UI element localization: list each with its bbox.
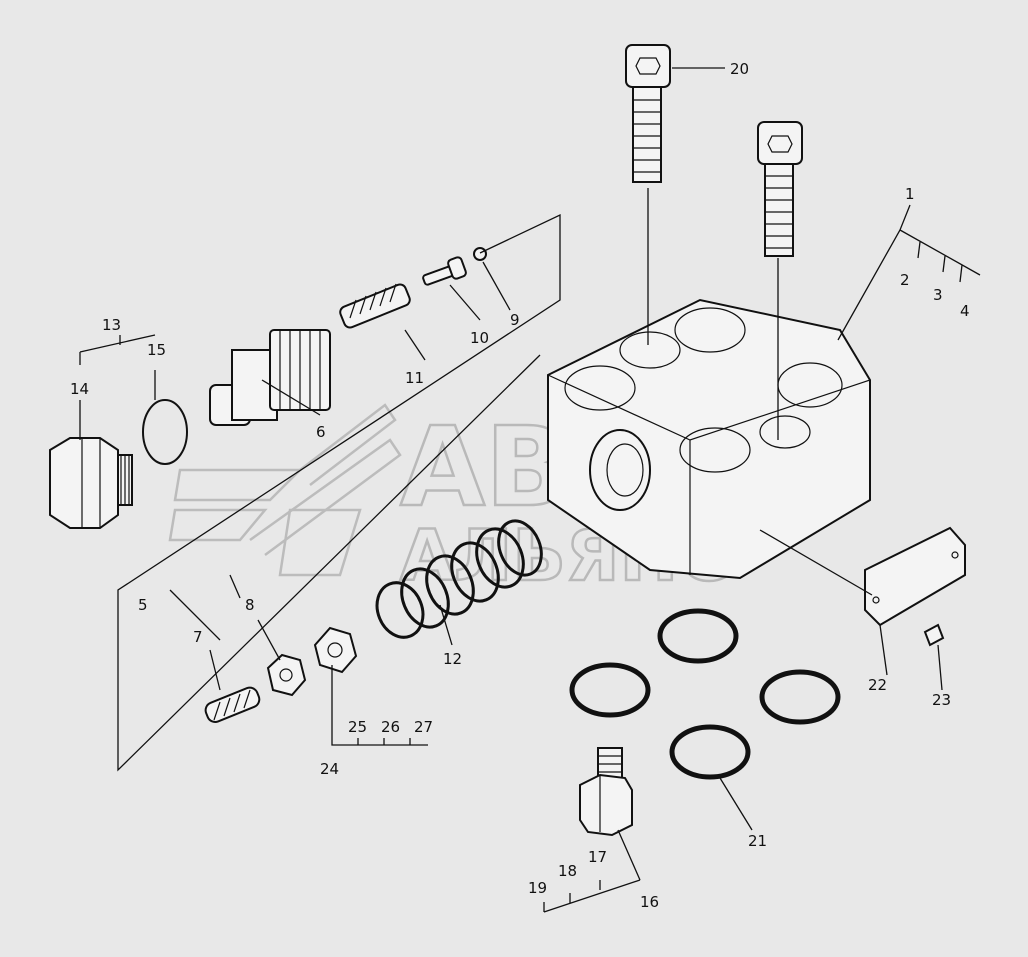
valve-cartridge-part-6 — [209, 329, 331, 426]
callout-27: 27 — [414, 718, 433, 736]
callout-15: 15 — [147, 341, 166, 359]
leader-lines — [79, 67, 981, 913]
callout-1: 1 — [905, 185, 915, 203]
cover-plate-part-22 — [864, 526, 966, 627]
callout-25: 25 — [348, 718, 367, 736]
set-screw-part-7 — [204, 686, 261, 723]
callout-10: 10 — [470, 329, 489, 347]
screw-part-23 — [923, 623, 945, 647]
callout-19: 19 — [528, 879, 547, 897]
valve-body-part-1 — [547, 298, 871, 580]
callout-8: 8 — [245, 596, 255, 614]
callout-9: 9 — [510, 311, 520, 329]
callout-26: 26 — [381, 718, 400, 736]
large-spring-part-12 — [375, 519, 543, 639]
callout-4: 4 — [960, 302, 970, 320]
callout-labels: 1 2 3 4 5 6 7 8 9 10 11 12 13 14 15 16 1… — [70, 60, 970, 911]
callout-2: 2 — [900, 271, 910, 289]
callout-18: 18 — [558, 862, 577, 880]
callout-6: 6 — [316, 423, 326, 441]
ball-part-9 — [473, 247, 487, 261]
bolt-part-20-left — [625, 44, 671, 183]
small-spring-part-11 — [339, 283, 411, 329]
nut-part-24 — [313, 626, 358, 674]
callout-13: 13 — [102, 316, 121, 334]
callout-24: 24 — [320, 760, 339, 778]
callout-5: 5 — [138, 596, 148, 614]
fitting-part-16 — [579, 747, 633, 837]
bolt-part-20-right — [757, 121, 803, 257]
nut-part-8 — [266, 653, 307, 697]
o-rings-part-21 — [569, 608, 841, 780]
callout-12: 12 — [443, 650, 462, 668]
callout-22: 22 — [868, 676, 887, 694]
callout-17: 17 — [588, 848, 607, 866]
callout-16: 16 — [640, 893, 659, 911]
callout-11: 11 — [405, 369, 424, 387]
o-ring-part-15 — [142, 399, 188, 465]
callout-7: 7 — [193, 628, 203, 646]
callout-20: 20 — [730, 60, 749, 78]
callout-21: 21 — [748, 832, 767, 850]
callout-23: 23 — [932, 691, 951, 709]
plug-part-14 — [49, 437, 133, 529]
pin-part-10 — [422, 256, 467, 286]
watermark-logo — [168, 403, 402, 577]
callout-14: 14 — [70, 380, 89, 398]
callout-3: 3 — [933, 286, 943, 304]
